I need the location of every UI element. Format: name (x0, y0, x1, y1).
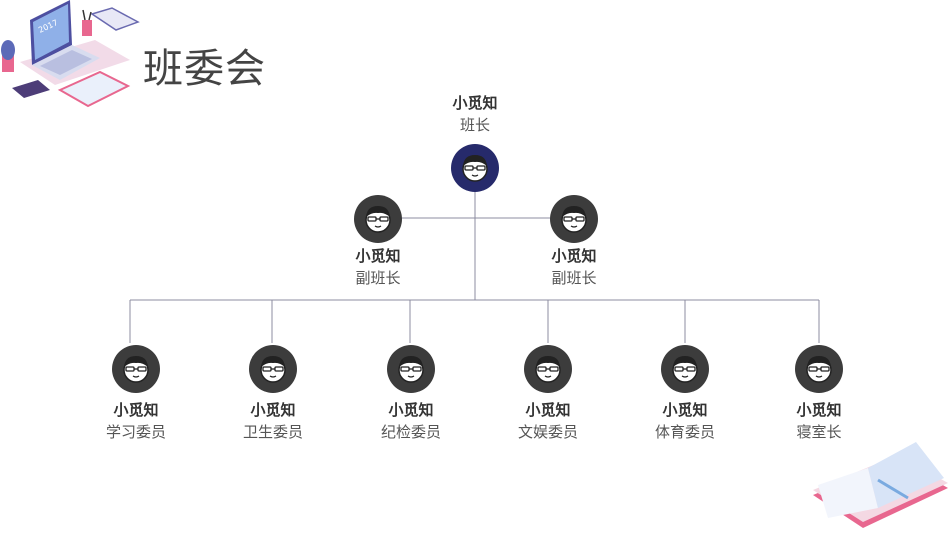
member-node: 小觅知 纪检委员 (351, 345, 471, 443)
person-avatar-icon (661, 345, 709, 393)
leader-name: 小觅知 (452, 94, 498, 112)
vice-name: 小觅知 (355, 247, 401, 265)
member-name: 小觅知 (113, 401, 159, 419)
member-role: 卫生委员 (242, 423, 303, 441)
leader-node: 小觅知 班长 (415, 92, 535, 192)
member-node: 小觅知 学习委员 (76, 345, 196, 443)
person-avatar-icon (524, 345, 572, 393)
member-node: 小觅知 寝室长 (759, 345, 879, 443)
vice-role: 副班长 (551, 269, 597, 287)
leader-role: 班长 (459, 116, 490, 134)
member-name: 小觅知 (525, 401, 571, 419)
person-avatar-icon (249, 345, 297, 393)
person-avatar-icon (354, 195, 402, 243)
member-name: 小觅知 (250, 401, 296, 419)
vice-node: 小觅知 副班长 (318, 195, 438, 289)
leader-avatar-icon (451, 144, 499, 192)
desk-illustration: 2017 (1, 0, 140, 108)
vice-name: 小觅知 (551, 247, 597, 265)
person-avatar-icon (795, 345, 843, 393)
member-role: 寝室长 (796, 423, 842, 441)
member-role: 纪检委员 (380, 423, 441, 441)
member-node: 小觅知 卫生委员 (213, 345, 333, 443)
vice-role: 副班长 (355, 269, 401, 287)
member-role: 体育委员 (654, 423, 715, 441)
member-node: 小觅知 体育委员 (625, 345, 745, 443)
member-role: 文娱委员 (517, 423, 578, 441)
book-illustration (813, 442, 948, 528)
page-title: 班委会 (143, 46, 266, 92)
person-avatar-icon (550, 195, 598, 243)
member-role: 学习委员 (105, 423, 166, 441)
member-name: 小觅知 (662, 401, 708, 419)
member-name: 小觅知 (388, 401, 434, 419)
person-avatar-icon (387, 345, 435, 393)
person-avatar-icon (112, 345, 160, 393)
member-name: 小觅知 (796, 401, 842, 419)
member-node: 小觅知 文娱委员 (488, 345, 608, 443)
vice-node: 小觅知 副班长 (514, 195, 634, 289)
